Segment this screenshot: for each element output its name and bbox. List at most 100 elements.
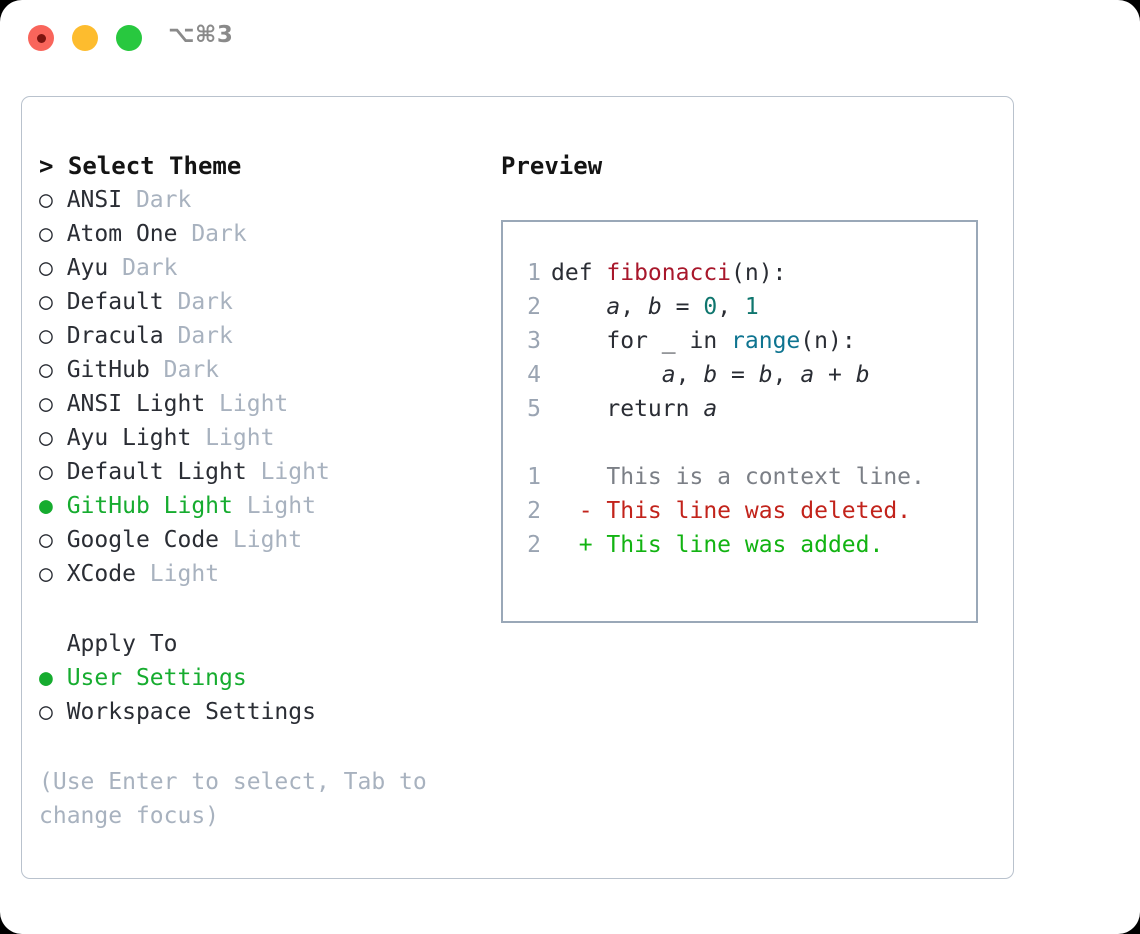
apply-to-option-workspace-settings[interactable]: ○ Workspace Settings: [39, 695, 479, 729]
diff-marker: [551, 464, 593, 490]
radio-unselected-icon: ○: [39, 187, 53, 213]
code-token-plain: ,: [772, 362, 801, 388]
theme-option-ayu-light[interactable]: ○ Ayu Light Light: [39, 421, 479, 455]
diff-text: This line was deleted.: [592, 498, 912, 524]
theme-option-tag: Dark: [149, 357, 220, 383]
theme-option-default[interactable]: ○ Default Dark: [39, 285, 479, 319]
theme-option-tag: Dark: [163, 289, 233, 315]
theme-option-label: Dracula: [52, 323, 164, 349]
radio-unselected-icon: ○: [39, 221, 53, 247]
radio-unselected-icon: ○: [39, 699, 53, 725]
line-number: 5: [527, 396, 541, 422]
code-token-var: b: [855, 362, 870, 388]
diff-text: This is a context line.: [592, 464, 925, 490]
theme-option-ansi-light[interactable]: ○ ANSI Light Light: [39, 387, 479, 421]
theme-option-tag: Dark: [163, 323, 233, 349]
theme-option-tag: Light: [219, 527, 303, 553]
code-token-plain: (n):: [731, 260, 787, 286]
radio-unselected-icon: ○: [39, 255, 53, 281]
theme-option-list[interactable]: ○ ANSI Dark○ Atom One Dark○ Ayu Dark○ De…: [39, 183, 479, 591]
apply-to-option-label: Workspace Settings: [52, 699, 316, 725]
zoom-button[interactable]: [116, 25, 142, 51]
diff-line-del: 2 - This line was deleted.: [503, 494, 976, 528]
theme-option-tag: Dark: [108, 255, 178, 281]
radio-selected-icon: ●: [39, 493, 53, 519]
radio-unselected-icon: ○: [39, 357, 53, 383]
code-token-plain: [551, 294, 606, 320]
code-token-plain: ,: [675, 362, 704, 388]
diff-line-ctx: 1 This is a context line.: [503, 460, 976, 494]
code-token-plain: for: [551, 328, 662, 354]
theme-option-dracula[interactable]: ○ Dracula Dark: [39, 319, 479, 353]
code-token-plain: =: [717, 362, 759, 388]
theme-option-google-code[interactable]: ○ Google Code Light: [39, 523, 479, 557]
code-token-var: a: [703, 396, 718, 422]
theme-option-tag: Dark: [122, 187, 192, 213]
diff-line-add: 2 + This line was added.: [503, 528, 976, 562]
theme-option-github[interactable]: ○ GitHub Dark: [39, 353, 479, 387]
line-number: 1: [527, 464, 541, 490]
code-line: 3 for _ in range(n):: [503, 324, 976, 358]
code-token-plain: in: [675, 328, 732, 354]
code-token-plain: =: [661, 294, 704, 320]
theme-option-default-light[interactable]: ○ Default Light Light: [39, 455, 479, 489]
theme-option-github-light[interactable]: ● GitHub Light Light: [39, 489, 479, 523]
code-token-var: b: [647, 294, 662, 320]
theme-option-atom-one[interactable]: ○ Atom One Dark: [39, 217, 479, 251]
title-bar: ⌥⌘3: [0, 0, 1140, 78]
close-button[interactable]: [28, 25, 54, 51]
code-line: 2 a, b = 0, 1: [503, 290, 976, 324]
radio-unselected-icon: ○: [39, 323, 53, 349]
theme-option-label: Atom One: [52, 221, 178, 247]
code-token-var: b: [758, 362, 773, 388]
line-number: 3: [527, 328, 541, 354]
theme-option-label: Default Light: [52, 459, 247, 485]
radio-unselected-icon: ○: [39, 459, 53, 485]
theme-option-label: Default: [52, 289, 164, 315]
main-panel: > Select Theme ○ ANSI Dark○ Atom One Dar…: [21, 96, 1014, 879]
radio-unselected-icon: ○: [39, 561, 53, 587]
radio-unselected-icon: ○: [39, 289, 53, 315]
diff-sample: 1 This is a context line.2 - This line w…: [503, 460, 976, 562]
preview-heading: Preview: [501, 152, 603, 180]
code-token-plain: (n):: [800, 328, 856, 354]
diff-marker: -: [551, 498, 593, 524]
theme-option-label: ANSI: [52, 187, 123, 213]
theme-option-xcode[interactable]: ○ XCode Light: [39, 557, 479, 591]
diff-marker: +: [551, 532, 593, 558]
code-token-plain: ,: [717, 294, 745, 320]
theme-option-tag: Light: [135, 561, 220, 587]
select-theme-heading: > Select Theme: [39, 152, 242, 180]
theme-option-label: ANSI Light: [52, 391, 206, 417]
apply-to-option-list[interactable]: ● User Settings○ Workspace Settings: [39, 661, 479, 729]
theme-option-label: Google Code: [52, 527, 220, 553]
code-token-num: 1: [744, 294, 759, 320]
theme-option-tag: Light: [246, 459, 330, 485]
code-token-num: 0: [703, 294, 718, 320]
code-token-var: a: [800, 362, 815, 388]
radio-unselected-icon: ○: [39, 425, 53, 451]
theme-option-ayu[interactable]: ○ Ayu Dark: [39, 251, 479, 285]
minimize-button[interactable]: [72, 25, 98, 51]
code-line: 4 a, b = b, a + b: [503, 358, 976, 392]
apply-to-option-user-settings[interactable]: ● User Settings: [39, 661, 479, 695]
apply-to-heading: Apply To: [39, 631, 178, 657]
theme-option-tag: Dark: [177, 221, 247, 247]
line-number: 2: [527, 498, 541, 524]
theme-option-tag: Light: [191, 425, 275, 451]
theme-option-tag: Light: [232, 493, 316, 519]
theme-picker-column: > Select Theme ○ ANSI Dark○ Atom One Dar…: [39, 149, 479, 833]
theme-option-ansi[interactable]: ○ ANSI Dark: [39, 183, 479, 217]
radio-selected-icon: ●: [39, 665, 53, 691]
line-number: 2: [527, 294, 541, 320]
radio-unselected-icon: ○: [39, 527, 53, 553]
line-number: 4: [527, 362, 541, 388]
radio-unselected-icon: ○: [39, 391, 53, 417]
keyboard-shortcut-label: ⌥⌘3: [168, 22, 234, 48]
code-token-plain: return: [551, 396, 704, 422]
